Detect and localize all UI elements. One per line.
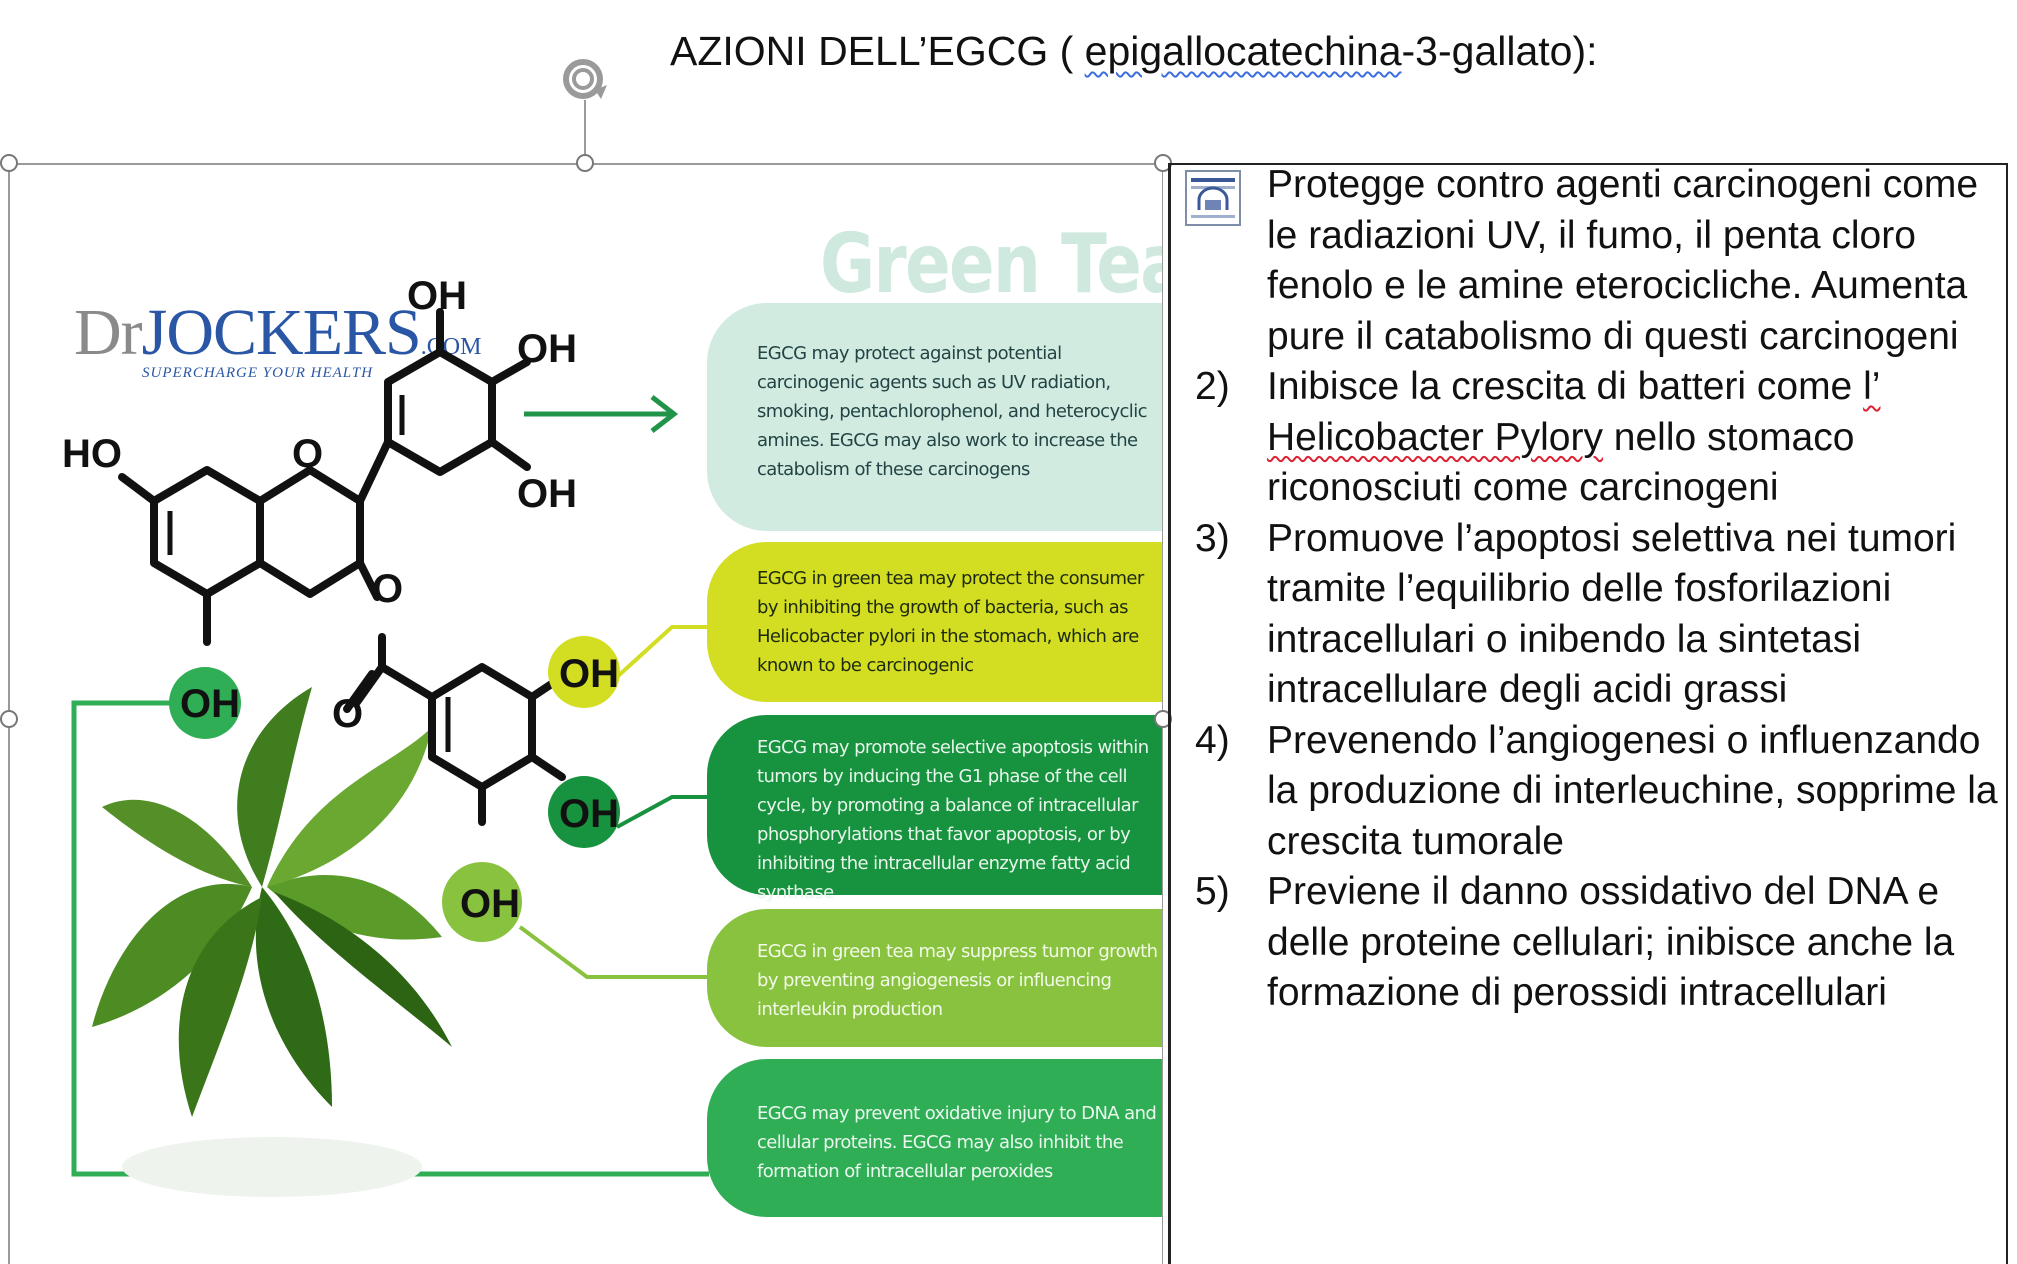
info-box-oxidative: EGCG may prevent oxidative injury to DNA… bbox=[707, 1059, 1162, 1217]
actions-list: Protegge contro agenti carcinogeni come … bbox=[1195, 160, 2005, 1019]
oh-circle-darkgreen bbox=[548, 776, 620, 848]
rotate-handle-icon[interactable] bbox=[555, 55, 611, 111]
ring-c bbox=[256, 466, 364, 598]
list-num-4: 4) bbox=[1195, 718, 1230, 762]
green-tea-infographic[interactable]: DrJockers.com SUPERCHARGE YOUR HEALTH Gr… bbox=[12, 167, 1162, 1264]
logo-dr: Dr bbox=[74, 296, 143, 369]
connector-lightgreen bbox=[518, 925, 709, 979]
title-prefix: AZIONI DELL’EGCG ( bbox=[670, 28, 1085, 74]
drjockers-logo: DrJockers.com bbox=[74, 295, 481, 371]
info-box-apoptosis: EGCG may promote selective apoptosis wit… bbox=[707, 715, 1162, 903]
label-o-ester: O bbox=[372, 567, 403, 611]
list-num-5: 5) bbox=[1195, 870, 1230, 913]
title-suffix: -3-gallato): bbox=[1401, 28, 1598, 74]
info-box-angiogenesis: EGCG in green tea may suppress tumor gro… bbox=[707, 909, 1162, 1047]
label-oh-top: OH bbox=[407, 274, 467, 318]
label-oh-lightgreen: OH bbox=[460, 882, 520, 926]
list-item-1: Protegge contro agenti carcinogeni come … bbox=[1267, 163, 1979, 358]
info-box-carcinogens: EGCG may protect against potential carci… bbox=[707, 303, 1162, 531]
oh-circle-lightgreen bbox=[442, 862, 522, 942]
resize-handle-top-left[interactable] bbox=[0, 154, 18, 172]
logo-jockers: Jockers bbox=[141, 296, 422, 369]
label-oh-green: OH bbox=[180, 682, 240, 726]
list-item-3: 3) Promuove l’apoptosi selettiva nei tum… bbox=[1195, 514, 2005, 716]
title-underlined-word: epigallocatechina bbox=[1084, 28, 1402, 74]
list-item-5: 5) Previene il danno ossidativo del DNA … bbox=[1195, 867, 2005, 1019]
connector-yellow bbox=[615, 625, 709, 679]
layout-options-icon[interactable] bbox=[1185, 170, 1241, 226]
logo-tagline: SUPERCHARGE YOUR HEALTH bbox=[142, 365, 374, 381]
slide-title: AZIONI DELL’EGCG ( epigallocatechina-3-g… bbox=[0, 28, 2017, 75]
arrow-head bbox=[650, 395, 679, 433]
green-tea-heading: Green Tea bbox=[820, 217, 1162, 312]
resize-handle-top-middle[interactable] bbox=[576, 154, 594, 172]
list-num-2: 2) bbox=[1195, 365, 1230, 408]
misspelled-phrase: l’ Helicobacter Pylory bbox=[1267, 365, 1881, 459]
label-oh-darkgreen: OH bbox=[559, 792, 619, 836]
oh-circle-yellow bbox=[548, 636, 620, 708]
label-o-ring: O bbox=[292, 432, 323, 476]
label-oh-right2: OH bbox=[517, 472, 577, 516]
list-item-4: 4) Prevenendo l’angiogenesi o influenzan… bbox=[1195, 716, 2005, 868]
resize-handle-mid-right[interactable] bbox=[1154, 710, 1172, 728]
oh-circle-green bbox=[169, 667, 241, 739]
label-oh-yellow: OH bbox=[559, 652, 619, 696]
label-ho-left: HO bbox=[62, 432, 122, 476]
list-item-2: 2) Inibisce la crescita di batteri come … bbox=[1195, 362, 2005, 514]
connector-darkgreen bbox=[616, 795, 709, 829]
resize-handle-mid-left[interactable] bbox=[0, 710, 18, 728]
egcg-molecule-diagram: OH OH OH HO O O O OH OH OH OH bbox=[62, 274, 709, 1197]
info-box-bacteria: EGCG in green tea may protect the consum… bbox=[707, 542, 1162, 702]
list-num-3: 3) bbox=[1195, 516, 1230, 560]
label-o-carbonyl: O bbox=[332, 692, 363, 736]
text-box-panel[interactable] bbox=[1168, 163, 2008, 1264]
label-oh-right1: OH bbox=[517, 327, 577, 371]
rotate-stem bbox=[584, 100, 586, 162]
tea-leaves-image bbox=[92, 687, 452, 1197]
